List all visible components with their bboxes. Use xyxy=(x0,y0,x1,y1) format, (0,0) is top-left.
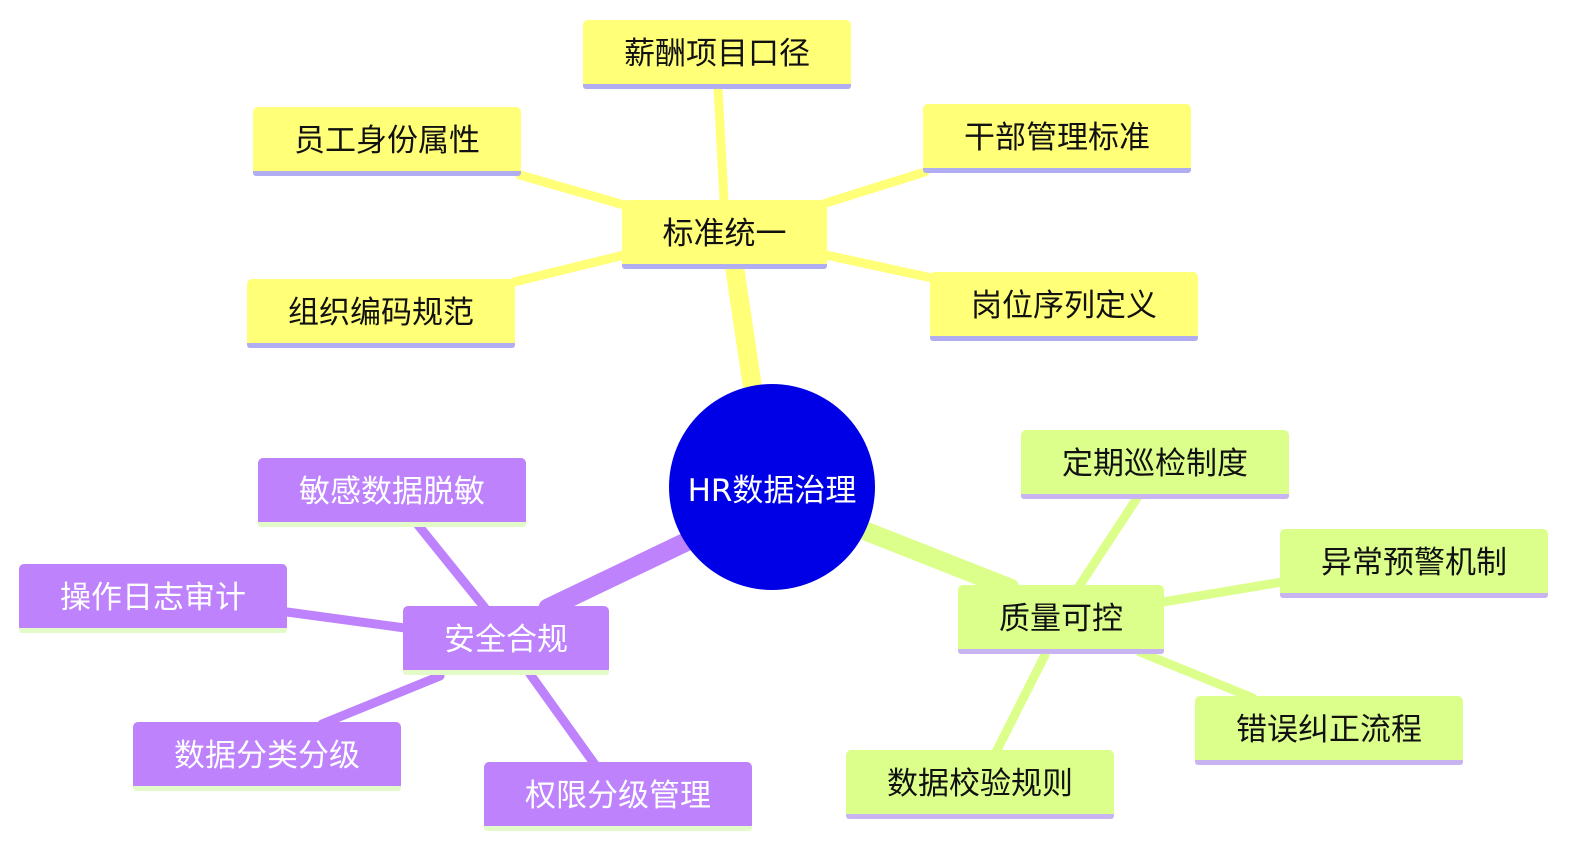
leaf-node-standard-5[interactable]: 岗位序列定义 xyxy=(930,272,1198,341)
leaf-node-quality-1[interactable]: 定期巡检制度 xyxy=(1021,430,1289,499)
leaf-label: 权限分级管理 xyxy=(525,777,711,814)
edge-root-security xyxy=(538,530,700,618)
leaf-label: 干部管理标准 xyxy=(964,119,1150,156)
branch-node-standard[interactable]: 标准统一 xyxy=(622,200,827,269)
branch-node-quality[interactable]: 质量可控 xyxy=(958,585,1164,654)
leaf-node-quality-4[interactable]: 数据校验规则 xyxy=(846,750,1114,819)
edge-security-2 xyxy=(282,607,410,633)
leaf-node-standard-1[interactable]: 薪酬项目口径 xyxy=(583,20,851,89)
leaf-node-quality-2[interactable]: 异常预警机制 xyxy=(1280,529,1548,598)
edge-standard-1 xyxy=(713,83,729,205)
root-label: HR数据治理 xyxy=(687,472,857,509)
edge-root-standard xyxy=(725,260,762,394)
edge-security-1 xyxy=(413,520,490,613)
leaf-label: 操作日志审计 xyxy=(60,579,246,616)
edge-quality-4 xyxy=(991,650,1050,757)
branch-label-security: 安全合规 xyxy=(444,621,568,658)
edge-root-quality xyxy=(858,522,1020,598)
leaf-label: 薪酬项目口径 xyxy=(624,35,810,72)
leaf-node-standard-4[interactable]: 组织编码规范 xyxy=(247,279,515,348)
edge-standard-3 xyxy=(821,167,930,208)
leaf-label: 错误纠正流程 xyxy=(1236,711,1422,748)
leaf-node-security-4[interactable]: 权限分级管理 xyxy=(484,762,752,831)
leaf-node-standard-2[interactable]: 员工身份属性 xyxy=(253,107,521,176)
leaf-label: 岗位序列定义 xyxy=(971,287,1157,324)
branch-node-security[interactable]: 安全合规 xyxy=(403,606,609,675)
branch-label-standard: 标准统一 xyxy=(662,215,787,252)
edge-standard-4 xyxy=(509,250,629,287)
edge-security-3 xyxy=(317,671,445,729)
leaf-node-standard-3[interactable]: 干部管理标准 xyxy=(923,104,1191,173)
edge-quality-2 xyxy=(1158,577,1287,607)
edge-standard-5 xyxy=(821,250,937,283)
edge-standard-2 xyxy=(515,170,629,210)
leaf-label: 组织编码规范 xyxy=(288,294,474,331)
leaf-node-security-2[interactable]: 操作日志审计 xyxy=(19,564,287,633)
edge-quality-1 xyxy=(1073,493,1142,593)
edge-security-4 xyxy=(525,669,601,771)
leaf-label: 数据校验规则 xyxy=(887,765,1073,802)
leaf-node-security-1[interactable]: 敏感数据脱敏 xyxy=(258,458,526,527)
root-node[interactable]: HR数据治理 xyxy=(669,384,875,590)
leaf-label: 敏感数据脱敏 xyxy=(299,473,485,510)
leaf-label: 员工身份属性 xyxy=(294,122,480,159)
leaf-label: 定期巡检制度 xyxy=(1062,445,1248,482)
leaf-label: 数据分类分级 xyxy=(174,737,360,774)
leaf-label: 异常预警机制 xyxy=(1321,544,1507,581)
branch-label-quality: 质量可控 xyxy=(999,600,1123,637)
edge-quality-3 xyxy=(1135,647,1258,703)
leaf-node-quality-3[interactable]: 错误纠正流程 xyxy=(1195,696,1463,765)
leaf-node-security-3[interactable]: 数据分类分级 xyxy=(133,722,401,791)
